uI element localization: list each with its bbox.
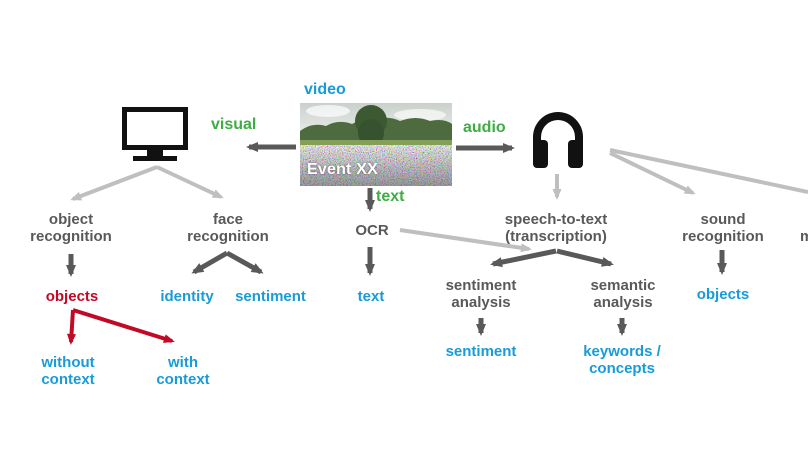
arrow-monitor-to-object-recognition: [70, 165, 158, 201]
audio-label: audio: [463, 119, 506, 136]
monitor-stand-neck: [147, 150, 163, 156]
arrow-headphones-to-sound-recognition: [609, 151, 696, 195]
node-semantic-analysis: semantic analysis: [590, 277, 656, 311]
node-speech-to-text: speech-to-text (transcription): [504, 211, 608, 245]
monitor-screen: [122, 107, 188, 150]
headphones-band: [533, 112, 583, 164]
arrow-stt-to-sentiment-analysis: [490, 248, 557, 268]
video-label: video: [304, 81, 346, 98]
node-identity: identity: [160, 288, 214, 305]
text-modality-label: text: [376, 188, 405, 205]
arrow-monitor-to-face-recognition: [156, 165, 224, 199]
node-ocr: OCR: [355, 222, 389, 239]
node-face-recognition: face recognition: [187, 211, 269, 245]
event-overlay-label: Event XX: [307, 161, 378, 178]
node-sentiment-face: sentiment: [235, 288, 306, 305]
node-sentiment-analysis: sentiment analysis: [445, 277, 517, 311]
arrow-headphones-to-right-edge: [609, 148, 808, 194]
crowd-scene-image: [300, 103, 452, 186]
arrow-objects-to-with-context: [72, 308, 175, 343]
arrow-objects-to-without-context: [67, 309, 76, 345]
headphones-right-cup: [568, 140, 583, 168]
node-objects-visual: objects: [45, 288, 99, 305]
arrow-stt-to-semantic-analysis: [556, 248, 614, 267]
node-without-context: without context: [41, 354, 95, 388]
video-thumbnail: Event XX: [300, 103, 452, 186]
node-objects-audio: objects: [696, 286, 750, 303]
clipped-label-right-edge: m: [800, 228, 808, 245]
node-sentiment-result: sentiment: [445, 343, 517, 360]
node-with-context: with context: [156, 354, 210, 388]
node-object-recognition: object recognition: [30, 211, 112, 245]
visual-label: visual: [211, 116, 257, 133]
arrow-face-recognition-to-sentiment: [225, 250, 264, 275]
node-text-result: text: [357, 288, 385, 305]
node-keywords-concepts: keywords / concepts: [583, 343, 661, 377]
headphones-left-cup: [533, 140, 548, 168]
node-sound-recognition: sound recognition: [682, 211, 764, 245]
monitor-stand-base: [133, 156, 177, 161]
arrow-face-recognition-to-identity: [191, 250, 229, 275]
